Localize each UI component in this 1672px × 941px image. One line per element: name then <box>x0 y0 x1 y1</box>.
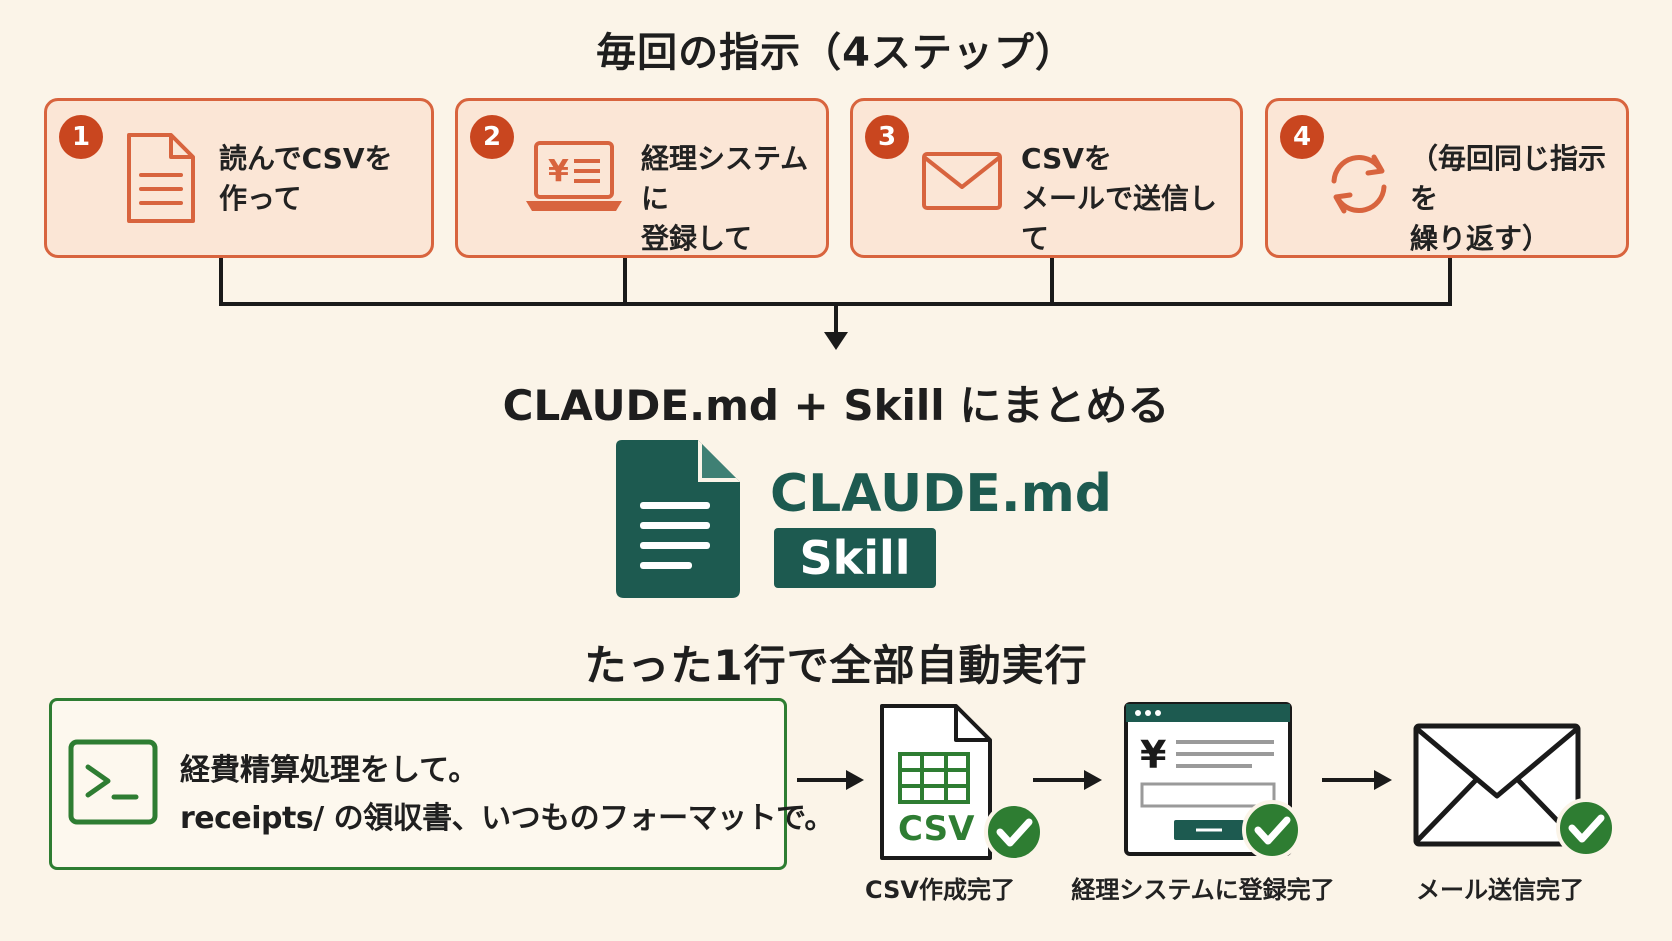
step-number-badge: 3 <box>865 115 909 159</box>
result-arrows <box>797 770 1392 790</box>
result-caption-csv: CSV作成完了 <box>865 876 1015 904</box>
top-title: 毎回の指示（4ステップ） <box>596 30 1076 76</box>
step-card-1: 1 読んでCSVを 作って <box>44 98 434 258</box>
accounting-window-icon: ¥ <box>1124 702 1302 860</box>
down-arrow-icon <box>824 332 848 350</box>
laptop-yen-icon: ¥ <box>526 141 622 211</box>
step-card-3: 3 CSVを メールで送信して <box>850 98 1243 258</box>
bottom-title: たった1行で全部自動実行 <box>584 641 1088 690</box>
envelope-icon <box>1413 723 1616 858</box>
step-text: CSVを メールで送信して <box>1021 142 1218 255</box>
step-card-2: 2 ¥ 経理システムに 登録して <box>455 98 829 258</box>
document-icon <box>127 133 195 223</box>
csv-file-icon: CSV <box>880 704 1044 862</box>
middle-title: CLAUDE.md + Skill にまとめる <box>502 381 1170 430</box>
step-number-badge: 4 <box>1280 115 1324 159</box>
right-arrow-icon <box>1374 770 1392 790</box>
check-badge-icon <box>984 802 1044 862</box>
step-card-4: 4 （毎回同じ指示を 繰り返す） <box>1265 98 1629 258</box>
refresh-icon <box>1331 154 1387 214</box>
result-caption-accounting: 経理システムに登録完了 <box>1071 876 1335 904</box>
step-text: （毎回同じ指示を 繰り返す） <box>1410 142 1607 255</box>
check-badge-icon <box>1556 798 1616 858</box>
claude-md-label: CLAUDE.md <box>770 464 1113 524</box>
skill-chip: Skill <box>774 528 936 588</box>
svg-text:¥: ¥ <box>548 154 569 189</box>
step-number-badge: 2 <box>470 115 514 159</box>
step-number-badge: 1 <box>59 115 103 159</box>
envelope-icon <box>922 152 1002 210</box>
step-text: 読んでCSVを 作って <box>219 142 393 215</box>
terminal-icon <box>68 739 158 825</box>
check-badge-icon <box>1242 800 1302 860</box>
command-box: 経費精算処理をして。 receipts/ の領収書、いつものフォーマットで。 <box>49 698 834 870</box>
command-line-2: receipts/ の領収書、いつものフォーマットで。 <box>180 801 834 836</box>
yen-symbol: ¥ <box>1140 733 1166 777</box>
result-caption-mail: メール送信完了 <box>1416 876 1584 904</box>
right-arrow-icon <box>1084 770 1102 790</box>
command-line-1: 経費精算処理をして。 <box>180 753 479 788</box>
csv-file-text: CSV <box>898 809 975 849</box>
document-icon <box>616 440 740 598</box>
steps-connector <box>219 258 1452 350</box>
right-arrow-icon <box>846 770 864 790</box>
step-text: 経理システムに 登録して <box>641 142 809 255</box>
